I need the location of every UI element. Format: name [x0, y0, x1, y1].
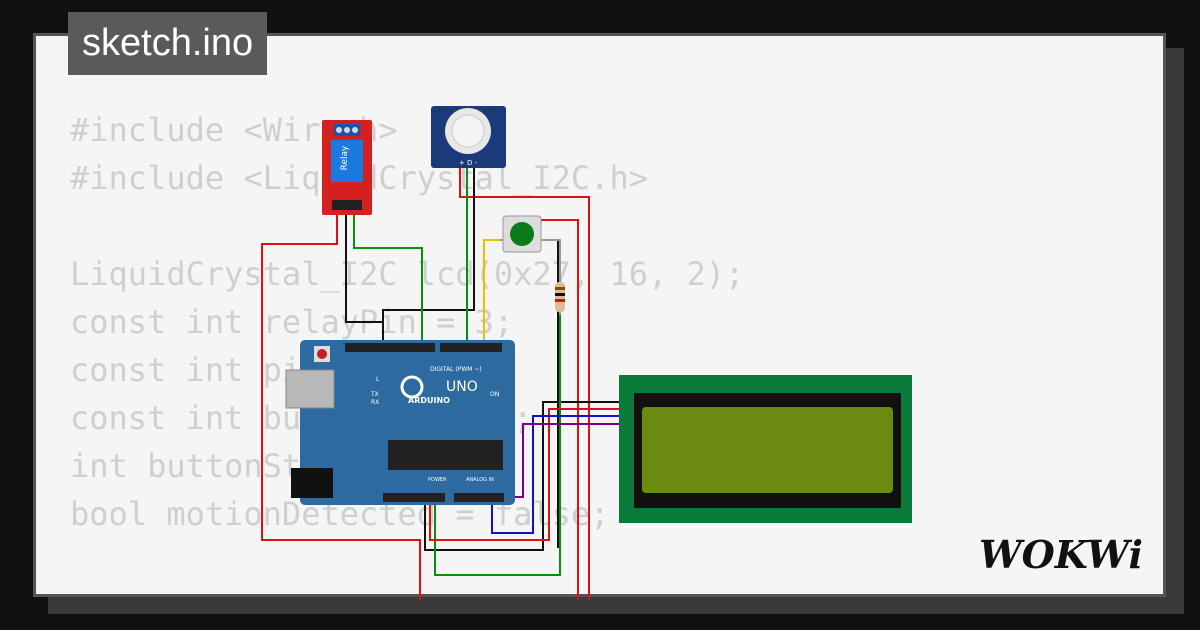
code-sheet: #include <Wire.h>#include <LiquidCrystal…	[33, 33, 1166, 597]
pir-pin-labels: + D -	[459, 159, 478, 167]
arduino-logo-icon	[400, 375, 424, 399]
lcd-display[interactable]	[619, 375, 912, 523]
wire-red[interactable]	[261, 215, 421, 600]
wire-black[interactable]	[424, 401, 620, 551]
logo-text: WOKWi	[979, 532, 1143, 577]
wire-blue[interactable]	[491, 415, 620, 534]
wire-green[interactable]	[353, 215, 423, 348]
wire-yellow[interactable]	[483, 239, 500, 348]
power-label: POWER	[428, 477, 447, 483]
pir-sensor[interactable]: + D -	[431, 106, 506, 168]
arduino-uno[interactable]: ARDUINO UNO DIGITAL (PWM ~) POWER ANALOG…	[285, 340, 515, 505]
arduino-model: UNO	[446, 379, 478, 395]
on-label: ON	[490, 391, 499, 398]
tx-label: TX	[370, 391, 379, 398]
resistor	[555, 282, 565, 312]
wire-red[interactable]	[540, 219, 579, 600]
arduino-brand: ARDUINO	[408, 396, 450, 405]
wire-red[interactable]	[459, 168, 590, 600]
wire-green[interactable]	[434, 315, 561, 576]
push-button[interactable]	[502, 215, 542, 253]
rx-label: RX	[371, 399, 379, 406]
wire-red[interactable]	[429, 408, 620, 541]
wire-black[interactable]	[345, 215, 384, 348]
code-line: LiquidCrystal_I2C lcd(0x27, 16, 2);	[70, 255, 745, 293]
file-tab[interactable]: sketch.ino	[68, 12, 268, 75]
wire-black[interactable]	[382, 168, 475, 348]
wokwi-logo: WOKWi	[979, 532, 1143, 577]
relay-module[interactable]: Relay	[322, 120, 372, 215]
wires	[261, 168, 620, 600]
l-label: L	[376, 376, 380, 383]
digital-label: DIGITAL (PWM ~)	[430, 366, 482, 373]
analog-label: ANALOG IN	[466, 477, 494, 483]
relay-label: Relay	[340, 145, 350, 170]
code-line: void setup() {	[70, 586, 744, 594]
